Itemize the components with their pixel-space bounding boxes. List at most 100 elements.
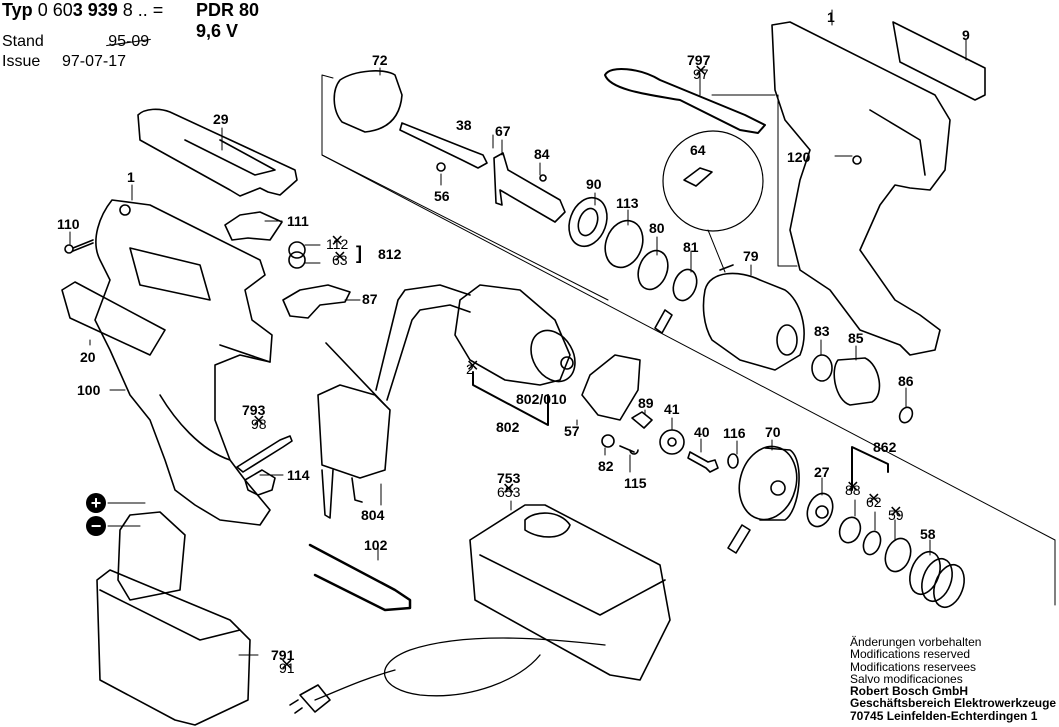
part-label: 58 (920, 526, 936, 542)
collar-85 (833, 357, 881, 406)
side-label (61, 281, 166, 356)
part-label: 72 (372, 52, 388, 68)
stand-row: Stand 95-09 (2, 33, 149, 50)
wrist-strap-797 (604, 68, 766, 134)
part-label: 100 (77, 382, 101, 398)
division-name: Geschäftsbereich Elektrowerkzeuge (850, 696, 1057, 711)
bearing-80 (637, 249, 669, 291)
part-label-struck: 112 (326, 234, 349, 251)
bracket-802 (472, 371, 549, 426)
typ-number-bold: 3 939 (72, 0, 118, 20)
footer-line: Modifications reservees (850, 659, 977, 674)
part-label-struck: 59 (888, 505, 904, 522)
issue-value: 97-07-17 (62, 53, 127, 70)
part-label: 29 (213, 111, 229, 127)
part-label: 64 (690, 142, 706, 158)
part-label: 804 (361, 507, 385, 523)
part-label: 81 (683, 239, 699, 255)
part-label: 114 (287, 467, 310, 483)
motor (454, 284, 576, 386)
small-clip (654, 309, 673, 334)
part-label: 84 (534, 146, 550, 162)
part-label: 812 (378, 246, 402, 262)
part-label-struck: 2 (466, 359, 474, 376)
bearing-27 (806, 492, 834, 528)
stand-value-struck: 95-09 (108, 33, 150, 50)
ring-116 (727, 453, 739, 469)
battery-cover (137, 108, 298, 197)
label-plate-9 (892, 21, 986, 101)
part-label-struck: 88 (845, 480, 861, 497)
part-label: 1 (827, 9, 835, 25)
shaft-38 (399, 122, 488, 169)
part-label: 86 (898, 373, 914, 389)
ring-88 (838, 516, 862, 544)
charger (469, 504, 671, 681)
key (727, 524, 751, 554)
battery-pack (96, 511, 251, 726)
part-label: 802/010 (516, 391, 567, 407)
stand-label: Stand (2, 33, 44, 50)
part-label: 1 (127, 169, 135, 185)
leader-lines (69, 9, 967, 656)
motor-wires (375, 284, 471, 401)
ring-56 (436, 162, 446, 172)
part-label-struck: 98 (251, 414, 267, 431)
washer-90 (568, 196, 608, 248)
gearbox-79 (702, 264, 805, 371)
ring-84 (539, 174, 547, 182)
part-label: 115 (624, 475, 647, 491)
gear-41 (659, 429, 685, 455)
housing-right (771, 21, 951, 356)
gear-plate-57 (581, 354, 641, 421)
part-label: 67 (495, 123, 511, 139)
drum-70 (738, 445, 800, 521)
part-label: 90 (586, 176, 602, 192)
detail-circle (662, 130, 764, 232)
issue-row: Issue 97-07-17 (2, 53, 126, 70)
footer-notice: Änderungen vorbehalten Modifications res… (850, 636, 1056, 722)
seal-81 (672, 268, 698, 302)
switch (317, 342, 391, 519)
minus-terminal-icon: − (86, 516, 106, 536)
part-label: 20 (80, 349, 96, 365)
company-address: 70745 Leinfelden-Echterdingen 1 (850, 708, 1038, 723)
part-label: 57 (564, 423, 580, 439)
washer-82 (601, 434, 615, 448)
power-cord (314, 637, 606, 701)
part-label: ] (356, 243, 362, 263)
typ-number-suffix: 8 .. = (122, 0, 164, 20)
part-label: 56 (434, 188, 450, 204)
ring-113 (604, 219, 644, 269)
part-label: 110 (57, 216, 80, 232)
spring-83 (811, 354, 833, 382)
typ-number-prefix: 0 60 (37, 0, 73, 20)
part-label: 85 (848, 330, 864, 346)
part-label: 802 (496, 419, 520, 435)
part-label: 27 (814, 464, 830, 480)
type-line: Typ 0 603 939 8 .. = (2, 1, 163, 19)
spring-58 (909, 550, 965, 609)
part-label: 113 (616, 195, 639, 211)
part-label: 38 (456, 117, 472, 133)
part-label: 120 (787, 149, 811, 165)
part-label: 116 (723, 425, 746, 441)
plus-terminal-icon: + (86, 493, 106, 513)
part-label: 862 (873, 439, 897, 455)
part-label-struck: 63 (332, 250, 348, 267)
part-label: 40 (694, 424, 710, 440)
spring-115 (619, 445, 639, 455)
strap-102 (308, 543, 412, 612)
typ-label: Typ (2, 0, 33, 20)
footer-line: Salvo modificaciones (850, 671, 963, 686)
issue-label: Issue (2, 53, 41, 70)
power-plug (289, 684, 331, 714)
part-89 (631, 411, 653, 429)
footer-line: Modifications reserved (850, 647, 971, 662)
pin-40 (687, 451, 719, 473)
part-label: 111 (287, 213, 309, 229)
bit-holder-114 (244, 469, 276, 496)
assembly-boundary (321, 74, 1056, 606)
ring-86 (898, 406, 914, 424)
